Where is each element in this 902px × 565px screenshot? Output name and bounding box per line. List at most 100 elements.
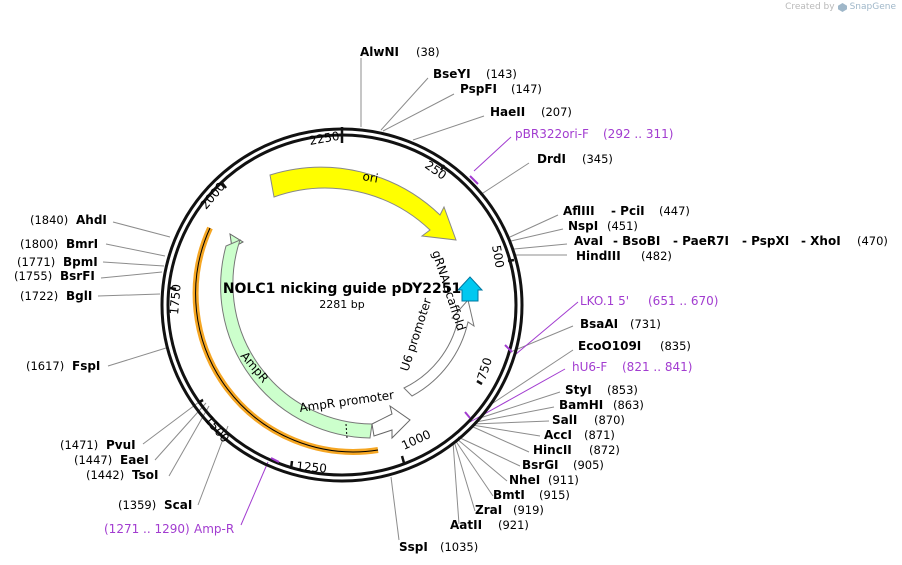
site-bgli-name: BglI (66, 289, 92, 303)
site-alwni-pos: (38) (416, 45, 440, 59)
primer-lko1-name: LKO.1 5' (580, 294, 629, 308)
site-styi-name: StyI (565, 383, 592, 397)
primer-lko1-range: (651 .. 670) (648, 294, 718, 308)
site-bseyi-pos: (143) (486, 67, 517, 81)
site-haeii-pos: (207) (541, 105, 572, 119)
site-bsrgi-name: BsrGI (522, 458, 559, 472)
primer-amp-r-range: (1271 .. 1290) (104, 522, 190, 536)
site-drdi-name: DrdI (537, 152, 566, 166)
site-pcii-name: - PciI (611, 204, 645, 218)
site-scai-pos: (1359) (118, 498, 156, 512)
ruler-label-1000: 1000 (399, 427, 433, 453)
site-styi-pos: (853) (607, 383, 638, 397)
site-alwni-name: AlwNI (360, 45, 399, 59)
site-bsaai-name: BsaAI (580, 317, 618, 331)
site-pspfi-pos: (147) (511, 82, 542, 96)
feature-label-ori: ori (361, 169, 379, 185)
watermark-brand: SnapGene (849, 2, 896, 12)
primer-marks (270, 175, 513, 463)
site-afliii-pos: (447) (659, 204, 690, 218)
site-bmti-pos: (915) (539, 488, 570, 502)
site-avai-name: AvaI (574, 234, 603, 248)
primer-hu6-f-name: hU6-F (572, 360, 607, 374)
ruler-label-750: 750 (475, 356, 495, 382)
feature-ori: ori (269, 166, 457, 241)
site-bmti-name: BmtI (493, 488, 525, 502)
feature-ampr: AmpR (192, 226, 379, 455)
site-drdi-pos: (345) (582, 152, 613, 166)
site-fspi-name: FspI (72, 359, 100, 373)
ruler-label-2250: 2250 (308, 129, 341, 148)
site-bsaai-pos: (731) (630, 317, 661, 331)
site-bsrgi-pos: (905) (573, 458, 604, 472)
watermark-created-by: Created by (785, 2, 835, 12)
site-bmri-pos: (1800) (20, 237, 58, 251)
site-fspi-pos: (1617) (26, 359, 64, 373)
site-sspi-pos: (1035) (440, 540, 478, 554)
plasmid-length: 2281 bp (319, 298, 364, 311)
site-zrai-name: ZraI (475, 503, 502, 517)
site-ahdi-name: AhdI (76, 213, 107, 227)
plasmid-name: NOLC1 nicking guide pDY2251 (223, 281, 461, 297)
site-nhei-name: NheI (509, 473, 540, 487)
site-haeii-name: HaeII (490, 105, 525, 119)
site-acci-name: AccI (544, 428, 572, 442)
site-ecoo109i-name: EcoO109I (578, 339, 641, 353)
feature-label-u6-promoter: U6 promoter (398, 296, 435, 373)
primer-amp-r-name: Amp-R (194, 522, 234, 536)
ruler-label-500: 500 (489, 244, 507, 269)
site-bamhi-pos: (863) (613, 398, 644, 412)
site-eaei-name: EaeI (120, 453, 149, 467)
ruler-ticks (169, 127, 515, 470)
site-sspi-name: SspI (399, 540, 428, 554)
site-aatii-pos: (921) (498, 518, 529, 532)
site-paer7i-name: - PaeR7I (673, 234, 729, 248)
site-ecoo109i-pos: (835) (660, 339, 691, 353)
site-pspxi-name: - PspXI (742, 234, 789, 248)
site-afliii-name: AflIII (563, 204, 595, 218)
site-hincii-name: HincII (533, 443, 572, 457)
snapgene-logo-icon (837, 2, 847, 12)
site-nspi-name: NspI (568, 219, 598, 233)
site-sali-name: SalI (552, 413, 577, 427)
ruler-label-1750: 1750 (167, 284, 184, 316)
primer-hu6-f-range: (821 .. 841) (622, 360, 692, 374)
site-zrai-pos: (919) (513, 503, 544, 517)
site-tsoi-name: TsoI (132, 468, 158, 482)
site-xhoi-name: - XhoI (801, 234, 841, 248)
leader-lines (97, 58, 574, 541)
site-bsrfi-pos: (1755) (14, 269, 52, 283)
site-bmri-name: BmrI (66, 237, 98, 251)
site-tsoi-pos: (1442) (86, 468, 124, 482)
site-hindiii-pos: (482) (641, 249, 672, 263)
site-avai-pos: (470) (857, 234, 888, 248)
left-site-labels: (1840) AhdI (1800) BmrI (1771) BpmI (175… (14, 213, 192, 512)
site-bpmi-pos: (1771) (17, 255, 55, 269)
snapgene-watermark: Created by SnapGene (785, 2, 896, 12)
site-bgli-pos: (1722) (20, 289, 58, 303)
primer-labels: pBR322ori-F (292 .. 311) LKO.1 5' (651 .… (104, 127, 718, 536)
site-bsobi-name: - BsoBI (613, 234, 660, 248)
site-acci-pos: (871) (584, 428, 615, 442)
site-nhei-pos: (911) (548, 473, 579, 487)
site-ahdi-pos: (1840) (30, 213, 68, 227)
ruler-label-1250: 1250 (296, 459, 328, 476)
site-pspfi-name: PspFI (460, 82, 497, 96)
site-hincii-pos: (872) (589, 443, 620, 457)
site-sali-pos: (870) (594, 413, 625, 427)
site-aatii-name: AatII (450, 518, 482, 532)
site-bamhi-name: BamHI (559, 398, 603, 412)
site-pvui-pos: (1471) (60, 438, 98, 452)
site-hindiii-name: HindIII (576, 249, 621, 263)
site-bpmi-name: BpmI (63, 255, 98, 269)
site-pvui-name: PvuI (106, 438, 136, 452)
site-eaei-pos: (1447) (74, 453, 112, 467)
feature-label-ampr-promoter: AmpR promoter (298, 388, 394, 415)
site-nspi-pos: (451) (607, 219, 638, 233)
right-site-labels: AlwNI (38) BseYI (143) PspFI (147) HaeII… (360, 45, 888, 554)
primer-pbr322ori-f-range: (292 .. 311) (603, 127, 673, 141)
site-scai-name: ScaI (164, 498, 192, 512)
primer-pbr322ori-f-name: pBR322ori-F (515, 127, 589, 141)
site-bsrfi-name: BsrFI (60, 269, 95, 283)
